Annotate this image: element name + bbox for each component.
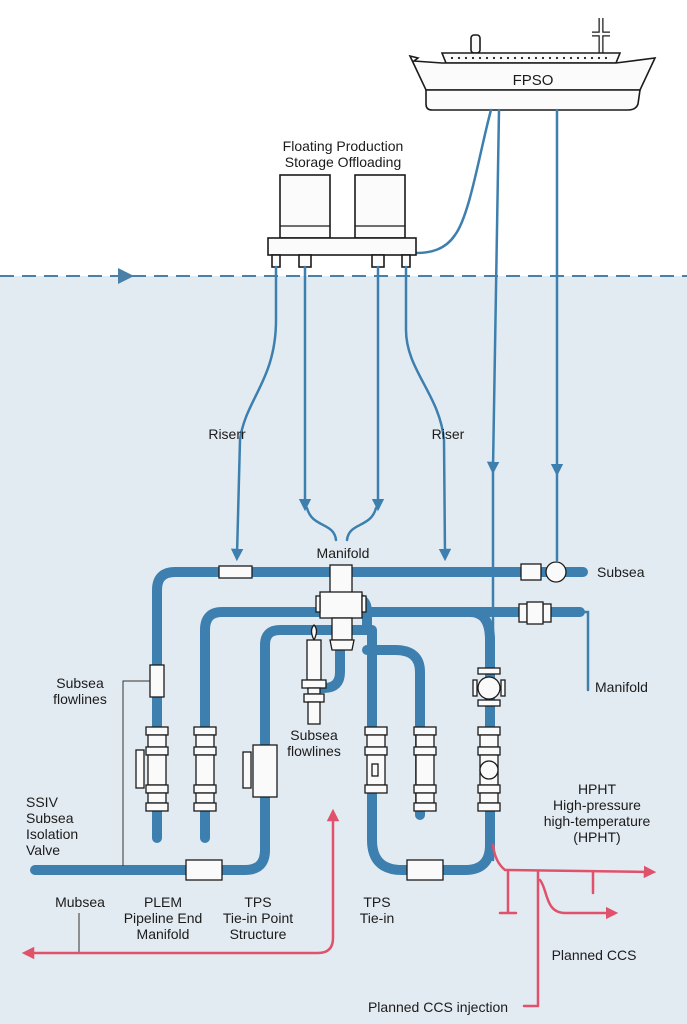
subsea-flowlines-center-label-1: Subsea [290, 727, 338, 743]
subsea-flowlines-left-label-2: flowlines [53, 691, 107, 707]
riser-left [230, 265, 278, 562]
riser-left-label: Riserr [208, 426, 246, 442]
ccs-stub-left [498, 870, 518, 915]
tps-right-label-1: TPS [363, 894, 390, 910]
valve-assembly-4 [364, 726, 388, 794]
hpht-export-line [491, 843, 657, 879]
plem-label-3: Manifold [137, 926, 190, 942]
actuator-icon [242, 751, 252, 789]
floating-production-platform: Floating Production Storage Offloading [267, 138, 417, 268]
flowline-inner-east [362, 645, 425, 820]
ssiv-leader [122, 680, 150, 866]
platform-label-line2: Storage Offloading [285, 154, 402, 170]
central-manifold [315, 564, 367, 651]
subsea-flowlines-left-label-1: Subsea [56, 675, 104, 691]
flowline-loop-east [367, 607, 495, 875]
ccs-return-line [21, 808, 340, 960]
riser-connector-left [218, 565, 253, 579]
plem-label-2: Pipeline End [124, 910, 203, 926]
riser-right-label: Riser [432, 426, 465, 442]
valve-assembly-1 [135, 726, 169, 812]
tps-tie-in-connector [406, 859, 444, 881]
ssiv-label-4: Valve [26, 842, 60, 858]
riser-merge-left [305, 506, 338, 542]
ssiv-label-1: SSIV [26, 794, 59, 810]
manifold-right-lead [573, 610, 590, 692]
planned-ccs-injection-label: Planned CCS injection [368, 999, 508, 1015]
valve-assembly-2 [193, 726, 217, 812]
plem-label-1: PLEM [144, 894, 182, 910]
fpso-riser-1 [486, 108, 501, 475]
hpht-label-1: HPHT [578, 781, 617, 797]
planned-ccs-branch [538, 878, 619, 920]
storage-tank-1 [279, 174, 331, 239]
riser-right [404, 265, 452, 562]
flowline-connector [149, 664, 165, 698]
manifold-center-label: Manifold [317, 545, 370, 561]
tps-right-label-2: Tie-in [360, 910, 395, 926]
plem-connector [185, 859, 223, 881]
subsea-valve-right [518, 561, 567, 625]
fpso-export-line [414, 108, 493, 255]
flow-direction-arrow-icon [118, 268, 134, 284]
subsea-flowlines-center-label-2: flowlines [287, 743, 341, 759]
tps-left-label-1: TPS [244, 894, 271, 910]
tps-left-label-3: Structure [230, 926, 287, 942]
subsea-flowline-valve-center [301, 624, 327, 725]
vessel-keel [425, 89, 641, 111]
tps-left-label-2: Tie-in Point [223, 910, 293, 926]
subsea-right-label: Subsea [597, 564, 645, 580]
valve-assembly-3 [242, 744, 278, 798]
hpht-label-2: High-pressure [553, 797, 641, 813]
flowline-outer [152, 567, 588, 843]
riser-merge-right [345, 506, 378, 542]
funnel-icon [470, 34, 481, 54]
planned-ccs-label: Planned CCS [552, 947, 637, 963]
valve-assembly-5 [413, 726, 437, 812]
manifold-right-label: Manifold [595, 679, 648, 695]
storage-tank-2 [354, 174, 406, 239]
platform-label-line1: Floating Production [283, 138, 404, 154]
fpso-vessel: FPSO [408, 18, 657, 111]
ssiv-label-2: Subsea [26, 810, 74, 826]
fpso-label: FPSO [513, 72, 554, 89]
platform-deck [267, 237, 417, 256]
hpht-label-4: (HPHT) [573, 829, 620, 845]
ccs-injection-line [522, 870, 540, 1008]
flowline-second [200, 607, 385, 843]
mubsea-label: Mubsea [55, 894, 105, 910]
actuator-icon [135, 749, 145, 789]
ball-valve-assembly [472, 667, 506, 812]
ssiv-label-3: Isolation [26, 826, 78, 842]
portholes [450, 56, 608, 60]
hpht-label-3: high-temperature [544, 813, 651, 829]
